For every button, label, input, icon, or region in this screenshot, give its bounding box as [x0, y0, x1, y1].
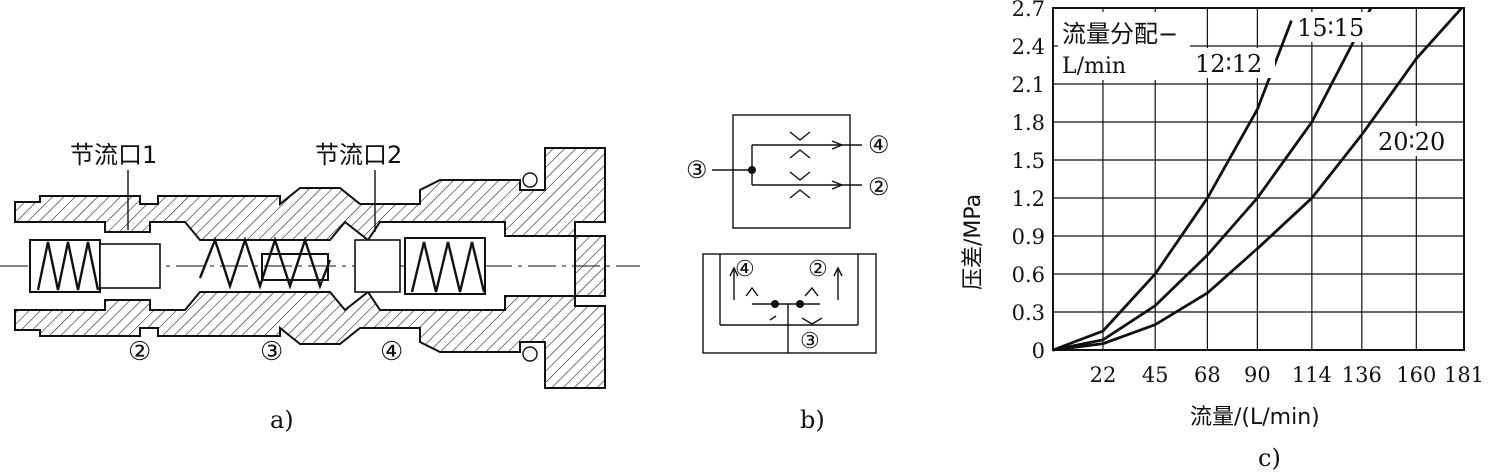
end-cap — [574, 235, 606, 297]
symbol-port2: ② — [868, 173, 890, 201]
left-spool — [99, 243, 161, 289]
series-label-bg-2 — [1374, 126, 1458, 156]
hydraulic-symbol-bottom: ④ ② ③ — [702, 253, 877, 354]
chart-curves — [1052, 7, 1463, 352]
symbol-port3: ③ — [686, 156, 708, 184]
x-tick-6: 160 — [1396, 363, 1436, 387]
y-tick-0: 0 — [1032, 339, 1045, 363]
series-curve-0 — [1052, 20, 1293, 352]
seal-bottom — [522, 346, 538, 362]
x-axis-label: 流量/(L/min) — [1190, 405, 1320, 430]
series-label-bg-1 — [1293, 12, 1377, 42]
panel-c-caption: c) — [1258, 444, 1281, 472]
orifice2-label: 节流口2 — [315, 141, 402, 169]
x-tick-labels: 22 45 68 90 114 136 160 181 — [1090, 363, 1484, 387]
series-label-2: 20∶20 — [1378, 128, 1445, 156]
y-tick-3: 0.9 — [1012, 225, 1045, 249]
right-spool — [354, 239, 401, 293]
y-tick-2: 0.6 — [1012, 263, 1045, 287]
valve-cross-section: 节流口1 节流口2 ② ③ ④ — [0, 141, 640, 389]
body-bottom-hatch — [14, 290, 606, 389]
y-tick-5: 1.5 — [1012, 149, 1045, 173]
series-label-1: 15∶15 — [1297, 14, 1364, 42]
middle-spring — [198, 236, 332, 290]
symbol-bottom-port4: ④ — [735, 257, 755, 282]
symbol-port4: ④ — [868, 131, 890, 159]
seal-top — [522, 172, 538, 188]
legend-unit: L/min — [1062, 54, 1126, 79]
hydraulic-symbol-top: ③ ④ ② — [686, 114, 890, 229]
y-tick-4: 1.2 — [1012, 187, 1045, 211]
series-label-bg-0 — [1191, 48, 1275, 78]
port3-label: ③ — [260, 337, 283, 367]
chart-frame — [1052, 7, 1465, 351]
symbol-bottom-port3: ③ — [800, 329, 820, 354]
x-tick-0: 22 — [1090, 363, 1117, 387]
body-top-hatch — [14, 147, 606, 242]
y-tick-6: 1.8 — [1012, 111, 1045, 135]
y-tick-7: 2.1 — [1012, 73, 1045, 97]
x-tick-5: 136 — [1342, 363, 1382, 387]
right-spring — [410, 241, 486, 293]
panel-b-caption: b) — [800, 406, 825, 434]
legend-title: 流量分配− — [1062, 20, 1178, 48]
pressure-flow-chart: 0 0.3 0.6 0.9 1.2 1.5 1.8 2.1 2.4 2.7 22 45 68 90 114… — [961, 0, 1484, 430]
panel-a-caption: a) — [270, 406, 294, 434]
x-tick-7: 181 — [1444, 363, 1484, 387]
y-tick-8: 2.4 — [1012, 35, 1045, 59]
port2-label: ② — [128, 337, 151, 367]
y-tick-labels: 0 0.3 0.6 0.9 1.2 1.5 1.8 2.1 2.4 2.7 — [1012, 0, 1045, 363]
y-axis-label: 压差/MPa — [961, 194, 986, 290]
series-labels: 12∶12 15∶15 20∶20 — [1191, 12, 1458, 156]
left-spring — [36, 241, 100, 291]
series-curve-2 — [1052, 7, 1463, 352]
y-tick-9: 2.7 — [1012, 0, 1045, 21]
x-tick-3: 90 — [1244, 363, 1271, 387]
x-tick-4: 114 — [1292, 363, 1332, 387]
series-curve-1 — [1052, 7, 1373, 352]
symbol-bottom-port2: ② — [808, 257, 828, 282]
y-tick-1: 0.3 — [1012, 301, 1045, 325]
orifice1-label: 节流口1 — [70, 141, 157, 169]
middle-spool — [261, 253, 329, 281]
legend-background — [1058, 12, 1190, 80]
port4-label: ④ — [380, 337, 403, 367]
x-tick-1: 45 — [1142, 363, 1169, 387]
x-tick-2: 68 — [1194, 363, 1221, 387]
series-label-0: 12∶12 — [1195, 50, 1262, 78]
